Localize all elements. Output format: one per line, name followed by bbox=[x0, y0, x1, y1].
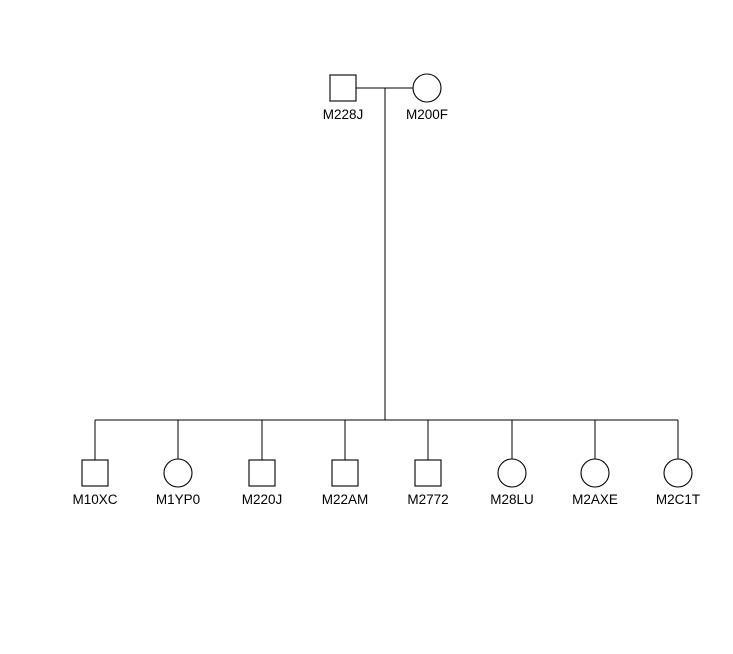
person-node-M2772[interactable]: M2772 bbox=[407, 459, 449, 507]
person-label: M2AXE bbox=[572, 492, 618, 507]
person-node-M228J[interactable]: M228J bbox=[323, 74, 364, 122]
female-circle-icon bbox=[580, 458, 610, 488]
person-label: M10XC bbox=[72, 492, 117, 507]
person-node-M22AM[interactable]: M22AM bbox=[322, 459, 369, 507]
person-label: M228J bbox=[323, 107, 364, 122]
male-square-icon bbox=[329, 74, 357, 102]
person-node-M2C1T[interactable]: M2C1T bbox=[656, 458, 700, 507]
male-square-icon bbox=[248, 459, 276, 487]
person-node-M2AXE[interactable]: M2AXE bbox=[572, 458, 618, 507]
female-circle-icon bbox=[163, 458, 193, 488]
person-node-M220J[interactable]: M220J bbox=[242, 459, 283, 507]
person-label: M220J bbox=[242, 492, 283, 507]
female-circle-icon bbox=[497, 458, 527, 488]
male-square-icon bbox=[414, 459, 442, 487]
male-square-icon bbox=[331, 459, 359, 487]
person-label: M2C1T bbox=[656, 492, 700, 507]
person-label: M22AM bbox=[322, 492, 369, 507]
person-label: M28LU bbox=[490, 492, 534, 507]
person-node-M28LU[interactable]: M28LU bbox=[490, 458, 534, 507]
male-square-icon bbox=[81, 459, 109, 487]
person-label: M2772 bbox=[407, 492, 448, 507]
person-node-M200F[interactable]: M200F bbox=[406, 73, 448, 122]
person-node-M1YP0[interactable]: M1YP0 bbox=[156, 458, 200, 507]
female-circle-icon bbox=[663, 458, 693, 488]
person-label: M1YP0 bbox=[156, 492, 200, 507]
female-circle-icon bbox=[412, 73, 442, 103]
person-label: M200F bbox=[406, 107, 448, 122]
person-node-M10XC[interactable]: M10XC bbox=[72, 459, 118, 507]
